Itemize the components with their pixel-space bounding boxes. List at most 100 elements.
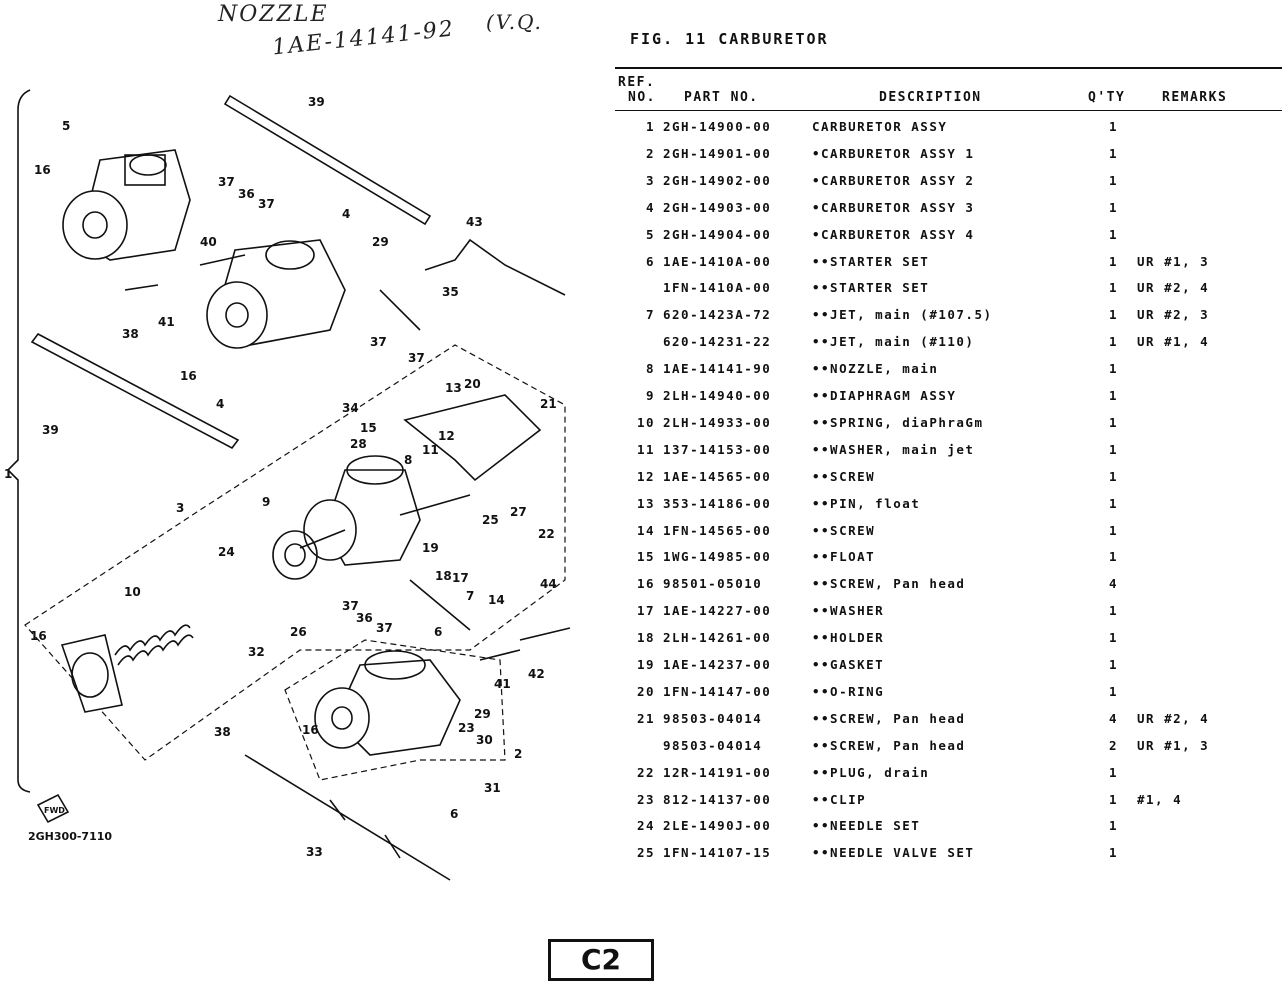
subassembly-frame: [24, 344, 566, 761]
quantity-cell: 1: [1109, 468, 1119, 484]
ref-cell: 15: [636, 549, 655, 565]
ref-cell: 11: [636, 441, 655, 457]
fwd-label: FWD: [44, 806, 65, 815]
callout-label: 3: [176, 501, 184, 515]
quantity-cell: 1: [1109, 334, 1119, 350]
description-cell: ••NEEDLE VALVE SET: [812, 845, 975, 861]
ref-cell: 1: [645, 119, 655, 134]
part-number-cell: 2GH-14901-00: [663, 145, 772, 161]
callout-label: 27: [510, 505, 527, 519]
carburetor-middle: [206, 239, 346, 349]
description-cell: ••PIN, float: [812, 495, 921, 511]
fwd-arrow: [36, 793, 70, 824]
part-number-cell: 1FN-14147-00: [663, 683, 772, 699]
callout-label: 14: [488, 593, 505, 607]
callout-label: 39: [42, 423, 59, 437]
remarks-cell: UR #1, 3: [1137, 253, 1210, 269]
callout-label: 2: [514, 747, 522, 761]
callout-label: 36: [238, 187, 255, 201]
description-cell: ••JET, main (#107.5): [812, 307, 993, 323]
callout-label: 24: [218, 545, 235, 559]
callout-label: 38: [122, 327, 139, 341]
part-number-cell: 812-14137-00: [663, 791, 772, 807]
callout-label: 4: [342, 207, 350, 221]
callout-label: 37: [258, 197, 275, 211]
remarks-cell: UR #2, 3: [1137, 307, 1210, 323]
callout-label: 26: [290, 625, 307, 639]
quantity-cell: 1: [1109, 280, 1119, 296]
description-cell: CARBURETOR ASSY: [812, 119, 948, 134]
callout-label: 6: [434, 625, 442, 639]
handwritten-note-paren: (V.Q.: [486, 10, 543, 34]
ref-cell: 24: [636, 818, 655, 834]
description-cell: ••SCREW, Pan head: [812, 737, 966, 753]
ref-cell: 3: [645, 172, 655, 188]
part-number-cell: 2GH-14904-00: [663, 226, 772, 242]
part-number-cell: 12R-14191-00: [663, 764, 772, 780]
quantity-cell: 1: [1109, 361, 1119, 377]
callout-label: 20: [464, 377, 481, 391]
col-header-description: DESCRIPTION: [879, 90, 982, 105]
callout-label: 32: [248, 645, 265, 659]
description-cell: ••STARTER SET: [812, 280, 930, 296]
callout-label: 37: [218, 175, 235, 189]
callout-label: 17: [452, 571, 469, 585]
ref-cell: 14: [636, 522, 655, 538]
callout-label: 42: [528, 667, 545, 681]
ref-cell: 21: [636, 710, 655, 726]
part-number-cell: 1AE-14237-00: [663, 657, 772, 672]
callout-label: 29: [372, 235, 389, 249]
callout-label: 16: [30, 629, 47, 643]
callout-label: 9: [262, 495, 270, 509]
part-number-cell: 2LH-14940-00: [663, 388, 772, 403]
ref-cell: 13: [636, 495, 655, 511]
callout-label: 25: [482, 513, 499, 527]
part-number-cell: 137-14153-00: [663, 441, 772, 457]
description-cell: ••CLIP: [812, 791, 867, 807]
callout-label: 37: [370, 335, 387, 349]
callout-label: 41: [158, 315, 175, 329]
callout-label: 37: [342, 599, 359, 613]
callout-label: 7: [466, 589, 474, 603]
ref-cell: 5: [645, 226, 655, 242]
ref-cell: 12: [636, 468, 655, 484]
col-header-part-no: PART NO.: [684, 90, 759, 105]
diaphragm-part: [272, 530, 318, 580]
callout-label: 37: [408, 351, 425, 365]
col-header-ref-bottom: NO.: [628, 90, 656, 105]
description-cell: ••WASHER: [812, 603, 885, 619]
description-cell: •CARBURETOR ASSY 2: [812, 172, 975, 188]
ref-cell: 19: [636, 657, 655, 672]
header-top-rule: [615, 67, 1282, 69]
top-cover-part: [60, 634, 123, 713]
col-header-ref-top: REF.: [618, 75, 656, 90]
ref-cell: 22: [636, 764, 655, 780]
callout-label: 28: [350, 437, 367, 451]
part-number-cell: 2LE-1490J-00: [663, 818, 772, 834]
remarks-cell: UR #1, 3: [1137, 737, 1210, 753]
part-number-cell: 1FN-1410A-00: [663, 280, 772, 296]
quantity-cell: 1: [1109, 845, 1119, 861]
quantity-cell: 1: [1109, 199, 1119, 215]
ref-cell: 9: [645, 388, 655, 403]
callout-label: 6: [450, 807, 458, 821]
part-number-cell: 1AE-1410A-00: [663, 253, 772, 269]
quantity-cell: 1: [1109, 630, 1119, 646]
callout-label: 33: [306, 845, 323, 859]
exploded-parts-diagram: 39 5 16 37 36 37 4 29 43 40 35 38 41 37 …: [4, 89, 571, 881]
callout-label: 13: [445, 381, 462, 395]
callout-label: 21: [540, 397, 557, 411]
part-number-cell: 1AE-14227-00: [663, 603, 772, 619]
